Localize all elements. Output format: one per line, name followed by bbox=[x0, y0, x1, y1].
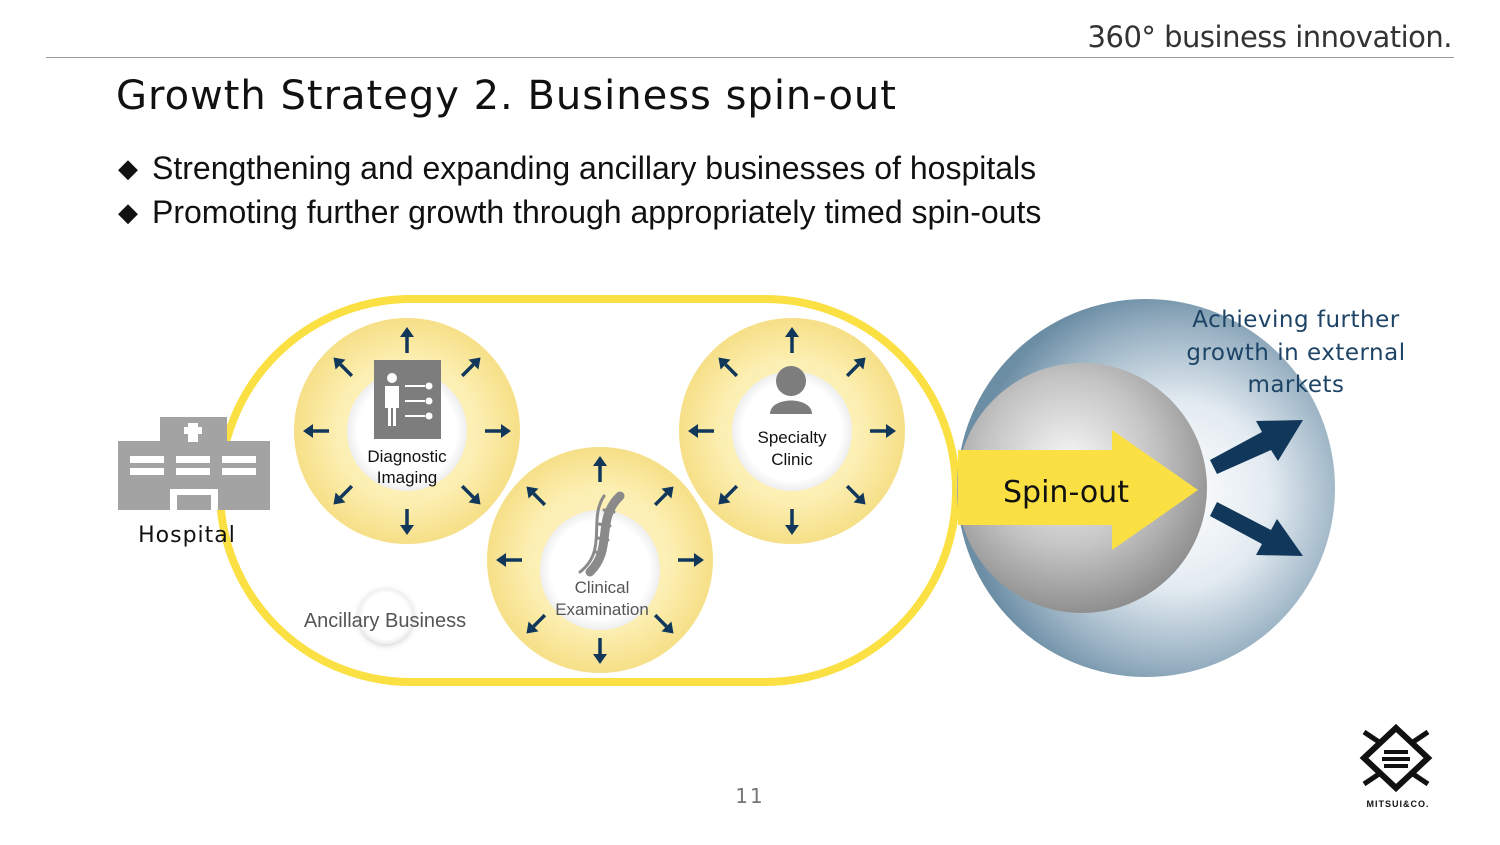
header-divider bbox=[46, 57, 1454, 58]
hospital-icon bbox=[118, 417, 270, 510]
radiating-arrow-head bbox=[333, 492, 346, 505]
spinout-arrow bbox=[958, 430, 1198, 550]
external-text-line2: growth in external bbox=[1186, 340, 1405, 366]
logo-wordmark: MITSUI&CO. bbox=[1366, 799, 1430, 809]
radiating-arrow-shaft bbox=[653, 613, 668, 628]
radiating-arrow-head bbox=[400, 525, 414, 535]
growth-arrow-up bbox=[1210, 420, 1303, 474]
ancillary-marker-circle bbox=[358, 588, 414, 644]
radiating-arrow-shaft bbox=[724, 484, 739, 499]
radiating-arrow-shaft bbox=[339, 363, 354, 378]
unit-label-line1: Diagnostic bbox=[367, 447, 447, 466]
unit-center-circle bbox=[540, 510, 660, 630]
spinout-label: Spin-out bbox=[1003, 475, 1129, 510]
hospital-label: Hospital bbox=[138, 523, 236, 548]
diamond-bullet-icon: ◆ bbox=[118, 153, 138, 183]
diamond-bullet-icon: ◆ bbox=[118, 197, 138, 227]
radiating-arrow-head bbox=[661, 486, 674, 499]
diagnostic-panel-icon bbox=[374, 360, 441, 439]
external-text-line1: Achieving further bbox=[1192, 307, 1399, 333]
unit-clinical-examination: Clinical Examination bbox=[487, 447, 713, 673]
radiating-arrow-head bbox=[593, 456, 607, 466]
bullet-list: ◆ Strengthening and expanding ancillary … bbox=[118, 146, 1041, 234]
radiating-arrow-head bbox=[694, 553, 704, 567]
tagline: 360° business innovation. bbox=[1087, 20, 1453, 54]
unit-label-line2: Examination bbox=[555, 600, 649, 619]
radiating-arrow-head bbox=[718, 492, 731, 505]
unit-specialty-clinic: Specialty Clinic bbox=[679, 318, 905, 544]
radiating-arrow-shaft bbox=[532, 613, 547, 628]
radiating-arrow-head bbox=[468, 492, 481, 505]
unit-label-line1: Specialty bbox=[758, 428, 827, 447]
growth-arrow-down bbox=[1210, 502, 1303, 556]
unit-label-line1: Clinical bbox=[575, 578, 630, 597]
slide-title: Growth Strategy 2. Business spin-out bbox=[116, 73, 897, 119]
company-logo: MITSUI&CO. bbox=[1356, 722, 1440, 814]
radiating-arrows bbox=[496, 456, 704, 664]
radiating-arrow-head bbox=[468, 357, 481, 370]
unit-diagnostic-imaging: Diagnostic Imaging bbox=[294, 318, 520, 544]
mitsui-logo-icon bbox=[1359, 723, 1433, 793]
unit-center-circle bbox=[732, 371, 852, 491]
radiating-arrow-head bbox=[661, 621, 674, 634]
radiating-arrow-shaft bbox=[845, 363, 860, 378]
radiating-arrow-head bbox=[400, 327, 414, 337]
radiating-arrow-head bbox=[688, 424, 698, 438]
radiating-arrow-head bbox=[496, 553, 506, 567]
radiating-arrow-head bbox=[718, 357, 731, 370]
bullet-text: Strengthening and expanding ancillary bu… bbox=[152, 150, 1037, 186]
radiating-arrow-head bbox=[853, 357, 866, 370]
person-icon bbox=[770, 366, 812, 414]
radiating-arrow-shaft bbox=[724, 363, 739, 378]
radiating-arrow-shaft bbox=[460, 363, 475, 378]
radiating-arrow-head bbox=[501, 424, 511, 438]
radiating-arrow-head bbox=[886, 424, 896, 438]
bullet-text: Promoting further growth through appropr… bbox=[152, 194, 1042, 230]
radiating-arrow-head bbox=[303, 424, 313, 438]
radiating-arrow-shaft bbox=[532, 492, 547, 507]
radiating-arrow-head bbox=[333, 357, 346, 370]
ancillary-business-label: Ancillary Business bbox=[304, 610, 466, 632]
radiating-arrow-shaft bbox=[653, 492, 668, 507]
unit-label-line2: Imaging bbox=[377, 468, 437, 487]
radiating-arrows bbox=[688, 327, 896, 535]
bullet-item: ◆ Strengthening and expanding ancillary … bbox=[118, 146, 1041, 190]
dna-icon bbox=[578, 491, 625, 577]
radiating-arrow-shaft bbox=[460, 484, 475, 499]
radiating-arrow-head bbox=[526, 621, 539, 634]
page-number: 11 bbox=[735, 784, 765, 808]
radiating-arrow-head bbox=[853, 492, 866, 505]
radiating-arrow-shaft bbox=[339, 484, 354, 499]
radiating-arrow-head bbox=[593, 654, 607, 664]
radiating-arrow-head bbox=[526, 486, 539, 499]
bullet-item: ◆ Promoting further growth through appro… bbox=[118, 190, 1041, 234]
radiating-arrow-shaft bbox=[845, 484, 860, 499]
radiating-arrow-head bbox=[785, 327, 799, 337]
unit-label-line2: Clinic bbox=[771, 450, 813, 469]
radiating-arrows bbox=[303, 327, 511, 535]
radiating-arrow-head bbox=[785, 525, 799, 535]
external-text-line3: markets bbox=[1247, 372, 1344, 398]
